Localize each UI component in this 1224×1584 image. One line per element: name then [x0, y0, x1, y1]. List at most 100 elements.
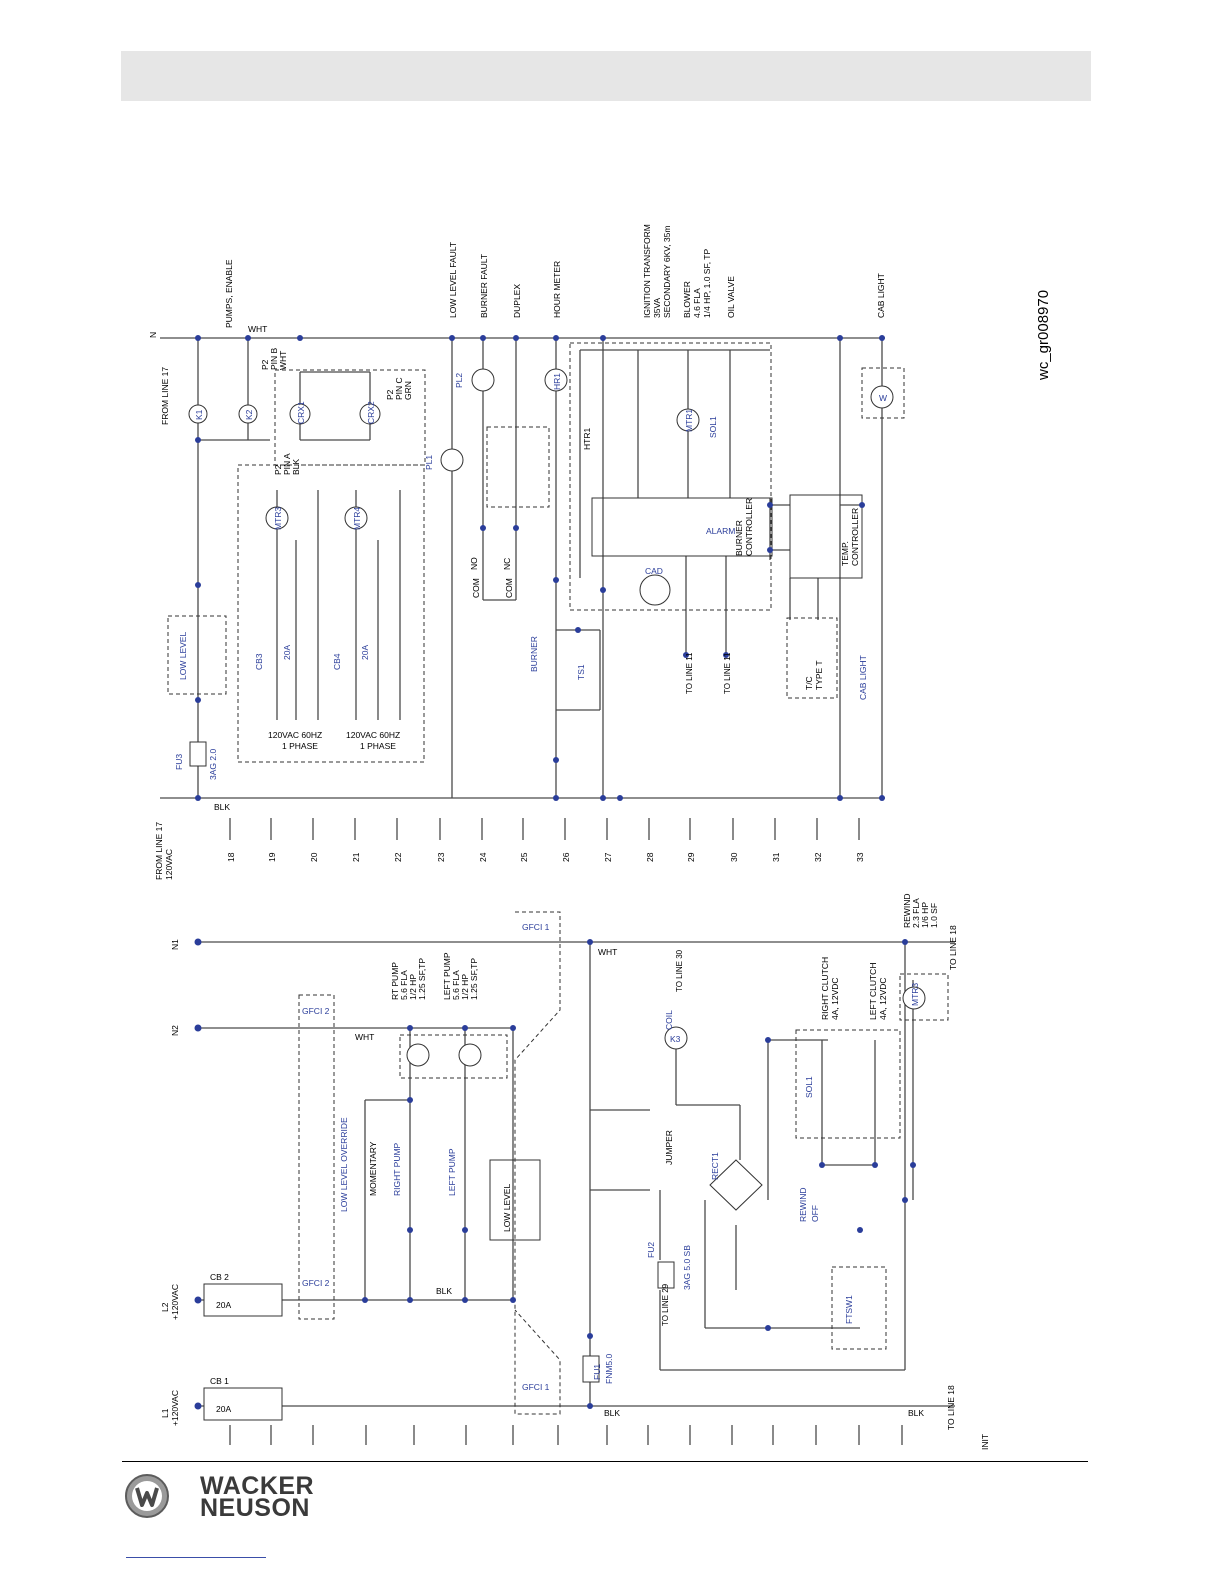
low-level-lower-label: LOW LEVEL [502, 1184, 512, 1232]
rewind-switch-2: OFF [810, 1205, 820, 1222]
upper-line-number: 24 [478, 852, 488, 862]
fu3-rating: 3AG 2.0 [208, 749, 218, 780]
upper-line-number: 27 [603, 852, 613, 862]
fn-hour-meter: HOUR METER [552, 261, 562, 318]
fu2-label: FU2 [646, 1242, 656, 1258]
l1-label-1: L1 [160, 1408, 170, 1418]
p2-pin-c-2: PIN C [394, 377, 404, 400]
neutral-label: N [148, 332, 158, 338]
upper-schematic: FROM LINE 17 N WHT BLK PUMPS, ENABLE LOW… [148, 224, 905, 880]
temp-controller-2: CONTROLLER [850, 508, 860, 566]
to-line-18-top: TO LINE 18 [948, 925, 958, 970]
fn-ignition-line1: IGNITION TRANSFORM [642, 224, 652, 318]
supply-spec-1a: 120VAC 60HZ [268, 730, 322, 740]
fn-blower-line1: BLOWER [682, 281, 692, 318]
k3-com-1: COM [471, 578, 481, 598]
rt-pump-2: 5.6 FLA [399, 970, 409, 1000]
fn-pumps-enable: PUMPS, ENABLE [224, 259, 234, 328]
mtr3-label: MTR3 [273, 507, 283, 530]
fn-ignition-line2: 35VA [652, 298, 662, 318]
fn-ignition-line3: SECONDARY 6KV, 35m [662, 226, 672, 318]
rewind-motor-label: MTR3 [910, 983, 920, 1006]
momentary-label: MOMENTARY [368, 1141, 378, 1196]
fn-duplex: DUPLEX [512, 284, 522, 318]
upper-line-number: 18 [226, 852, 236, 862]
crx2-relay-label: CRX2 [366, 401, 376, 424]
upper-line-number: 23 [436, 852, 446, 862]
burner-controller-1: BURNER [734, 520, 744, 556]
wht-wire-lower-2: WHT [598, 947, 617, 957]
l2-label-1: L2 [160, 1302, 170, 1312]
wacker-neuson-emblem-icon [125, 1474, 169, 1518]
right-clutch-2: 4A, 12VDC [830, 977, 840, 1020]
n1-label: N1 [170, 939, 180, 950]
pl1-label: PL1 [424, 455, 434, 470]
p2-pin-c-3: GRN [403, 381, 413, 400]
drawing-reference: wc_gr008970 [1035, 290, 1052, 381]
to-line-18-bottom: TO LINE 18 [946, 1385, 956, 1430]
cb4-rating: 20A [360, 645, 370, 660]
gfci1-bottom-label: GFCI 1 [522, 1382, 550, 1392]
rt-pump-4: 1.25 SF,TP [417, 958, 427, 1000]
hr1-label: HR1 [552, 373, 562, 390]
cb4-label: CB4 [332, 653, 342, 670]
temp-controller-1: TEMP. [840, 541, 850, 566]
fn-low-level-fault: LOW LEVEL FAULT [448, 242, 458, 318]
upper-line-number: 29 [686, 852, 696, 862]
fn-blower-line2: 4.6 FLA [692, 288, 702, 318]
n2-label: N2 [170, 1025, 180, 1036]
left-pump-2: 5.6 FLA [451, 970, 461, 1000]
fu2-rating: 3AG 5.0 SB [682, 1245, 692, 1290]
rt-pump-1: RT PUMP [390, 962, 400, 1000]
left-clutch-1: LEFT CLUTCH [868, 963, 878, 1020]
sol1-label: SOL1 [708, 416, 718, 438]
burner-switch-label: BURNER [529, 636, 539, 672]
cb1-label: CB 1 [210, 1376, 229, 1386]
crx1-relay-label: CRX1 [296, 401, 306, 424]
burner-controller-2: CONTROLLER [744, 498, 754, 556]
to-line-30: TO LINE 30 [675, 949, 684, 992]
supply-spec-1b: 1 PHASE [282, 741, 318, 751]
k2-relay-label: K2 [244, 409, 254, 420]
footer-link-underline[interactable] [126, 1557, 266, 1558]
low-level-switch-label: LOW LEVEL [178, 632, 188, 680]
p2-pin-a-3: BLK [291, 459, 301, 475]
pl2-label: PL2 [454, 373, 464, 388]
init-label: INIT [980, 1434, 990, 1450]
mtr4-label: MTR4 [352, 507, 362, 530]
fn-oil-valve: OIL VALVE [726, 276, 736, 318]
brand-word-2: NEUSON [200, 1494, 310, 1522]
upper-line-number: 19 [267, 852, 277, 862]
rewind-3: 1/6 HP [920, 902, 930, 928]
alarm-label: ALARM [706, 526, 735, 536]
blk-wire-lower-3: BLK [908, 1408, 924, 1418]
fn-burner-fault: BURNER FAULT [479, 254, 489, 318]
blower-motor-label: MTR1 [684, 409, 694, 432]
gfci2-top-label: GFCI 2 [302, 1006, 330, 1016]
ftsw1-label: FTSW1 [844, 1295, 854, 1324]
upper-line-number: 30 [729, 852, 739, 862]
left-pump-4: 1.25 SF,TP [469, 958, 479, 1000]
l2-label-2: +120VAC [170, 1284, 180, 1320]
htr1-label: HTR1 [582, 428, 592, 450]
p2-pin-a-2: PIN A [282, 453, 292, 475]
supply-spec-2a: 120VAC 60HZ [346, 730, 400, 740]
fn-blower-line3: 1/4 HP, 1.0 SF, TP [702, 249, 712, 318]
upper-line-number: 22 [393, 852, 403, 862]
from-line-17-bottom: FROM LINE 17 [154, 822, 164, 880]
gfci1-top-label: GFCI 1 [522, 922, 550, 932]
to-line-29: TO LINE 29 [661, 1283, 670, 1326]
left-pump-1: LEFT PUMP [442, 952, 452, 1000]
upper-line-number: 26 [561, 852, 571, 862]
p2-pin-b-3: WHT [278, 351, 288, 370]
cb2-label: CB 2 [210, 1272, 229, 1282]
wacker-neuson-logo: WACKER NEUSON [124, 1471, 324, 1521]
right-pump-switch-label: RIGHT PUMP [392, 1142, 402, 1196]
p2-pin-c-1: P2 [385, 389, 395, 400]
p2-pin-b-1: P2 [260, 359, 270, 370]
cad-label: CAD [645, 566, 663, 576]
upper-line-number: 31 [771, 852, 781, 862]
to-line-11-a: TO LINE 11 [685, 652, 694, 694]
